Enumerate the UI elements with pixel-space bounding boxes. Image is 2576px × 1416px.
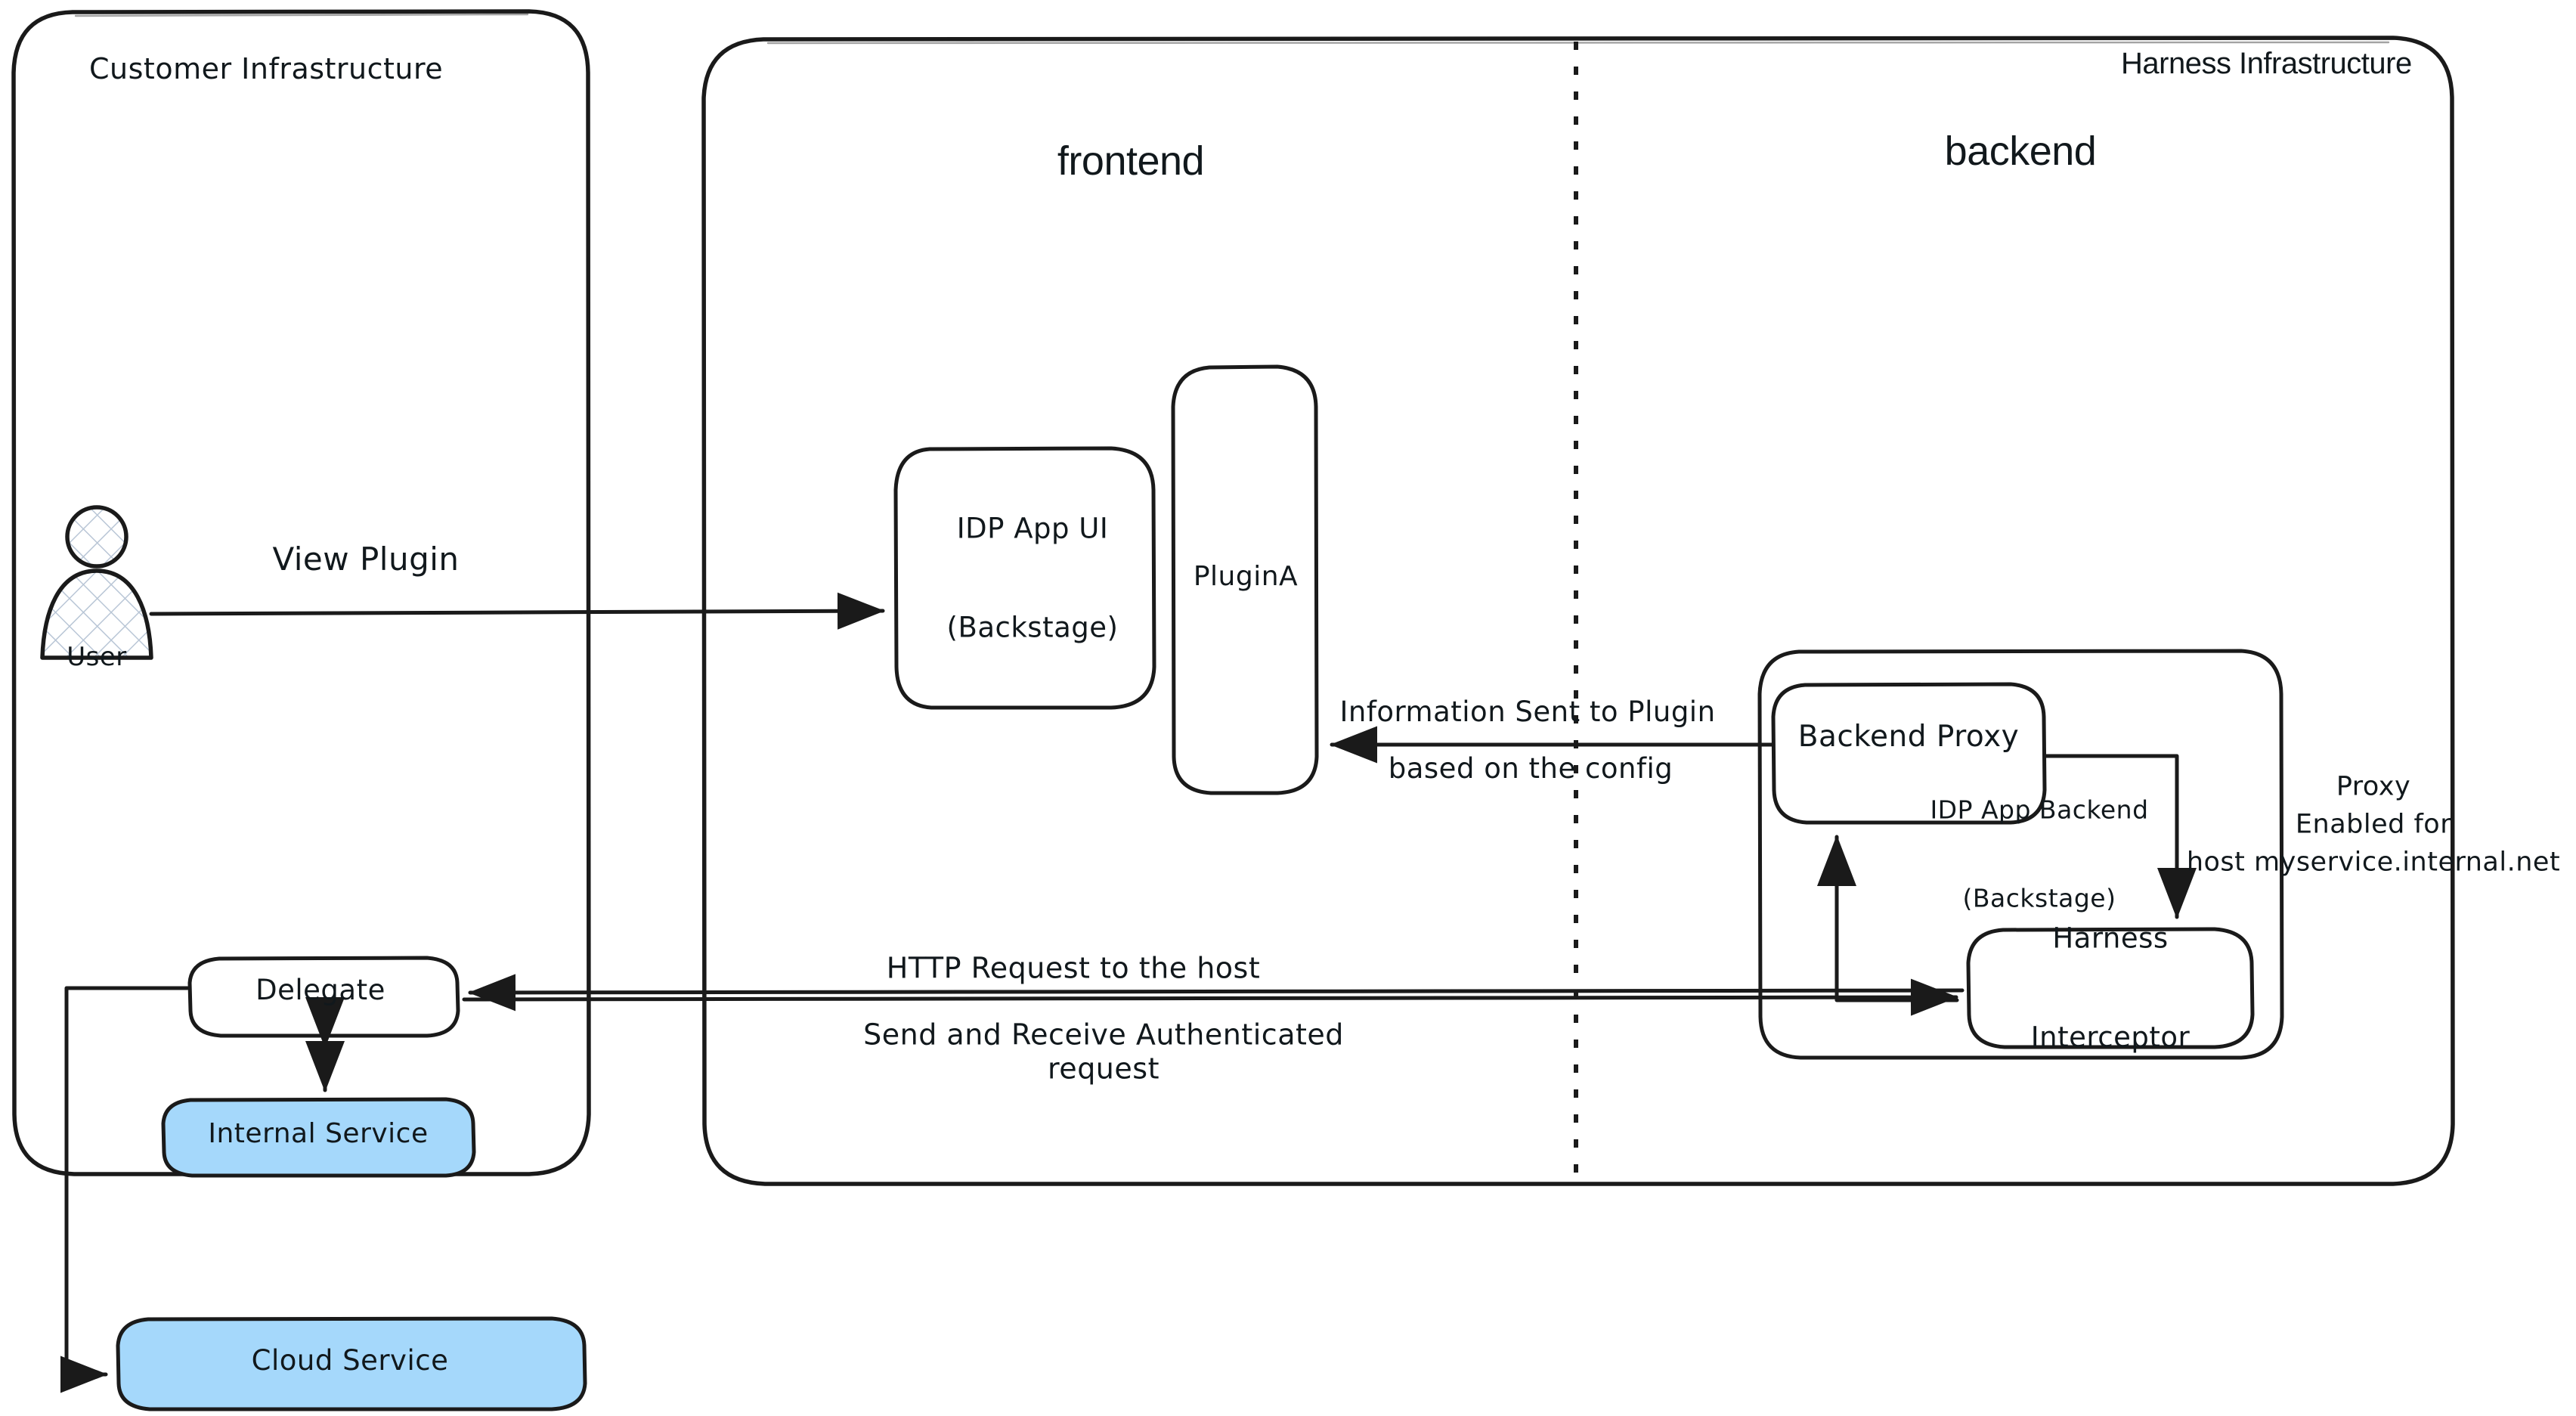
idp-app-backend-label-line2: (Backstage) [1962, 882, 2116, 912]
customer-infrastructure-title: Customer Infrastructure [89, 52, 444, 85]
zone-label-frontend: frontend [1057, 138, 1205, 184]
idp-app-ui-label: IDP App UI (Backstage) [947, 446, 1119, 710]
edge-label-http-request: HTTP Request to the host [886, 951, 1261, 985]
delegate-box [187, 956, 460, 1038]
edge-delegate-to-cloud-service [60, 986, 190, 1393]
idp-app-backend-label-line1: IDP App Backend [1930, 795, 2149, 825]
harness-infrastructure-title: Harness Infrastructure [2121, 47, 2412, 80]
edge-interceptor-to-delegate [468, 974, 1965, 1012]
idp-app-ui-box [893, 446, 1156, 710]
harness-interceptor-label-line2: Interceptor [2030, 1021, 2191, 1054]
zone-label-backend: backend [1944, 129, 2097, 174]
harness-interceptor-label: Harness Interceptor [2031, 856, 2190, 1120]
cloud-service-label: Cloud Service [251, 1344, 449, 1377]
note-proxy-enabled-line2: Enabled for [2295, 809, 2452, 840]
customer-infrastructure-outline [11, 9, 591, 1176]
edge-label-information-sent-line2: based on the config [1388, 752, 1673, 785]
user-actor-label: User [67, 642, 127, 672]
edge-user-to-idp-app-ui [149, 592, 885, 630]
idp-app-ui-label-line1: IDP App UI [956, 512, 1109, 545]
note-proxy-enabled-line3: host myservice.internal.net [2186, 847, 2561, 878]
user-actor-glyph [40, 505, 153, 660]
idp-app-backend-label: IDP App Backend (Backstage) [1930, 736, 2148, 972]
note-proxy-enabled-line1: Proxy [2336, 771, 2411, 802]
harness-interceptor-box [1966, 927, 2255, 1049]
harness-interceptor-label-line1: Harness [2052, 922, 2169, 955]
backend-proxy-label: Backend Proxy [1797, 719, 2020, 754]
plugin-a-box [1171, 364, 1319, 795]
cloud-service-box [116, 1316, 587, 1411]
delegate-label: Delegate [255, 974, 385, 1007]
edge-label-send-receive-line1: Send and Receive Authenticated [863, 1018, 1344, 1052]
idp-app-ui-label-line2: (Backstage) [946, 611, 1119, 644]
edge-label-send-receive-line2: request [1048, 1052, 1160, 1086]
edge-delegate-to-interceptor [462, 978, 1958, 1016]
internal-service-box [161, 1097, 476, 1178]
idp-app-backend-outline [1757, 649, 2284, 1060]
edge-label-information-sent-line1: Information Sent to Plugin [1339, 696, 1716, 729]
backend-proxy-box [1771, 682, 2047, 825]
internal-service-label: Internal Service [208, 1117, 429, 1149]
plugin-a-label: PluginA [1193, 560, 1299, 592]
edge-backend-proxy-to-interceptor [2042, 754, 2197, 919]
edge-label-view-plugin: View Plugin [272, 541, 460, 578]
